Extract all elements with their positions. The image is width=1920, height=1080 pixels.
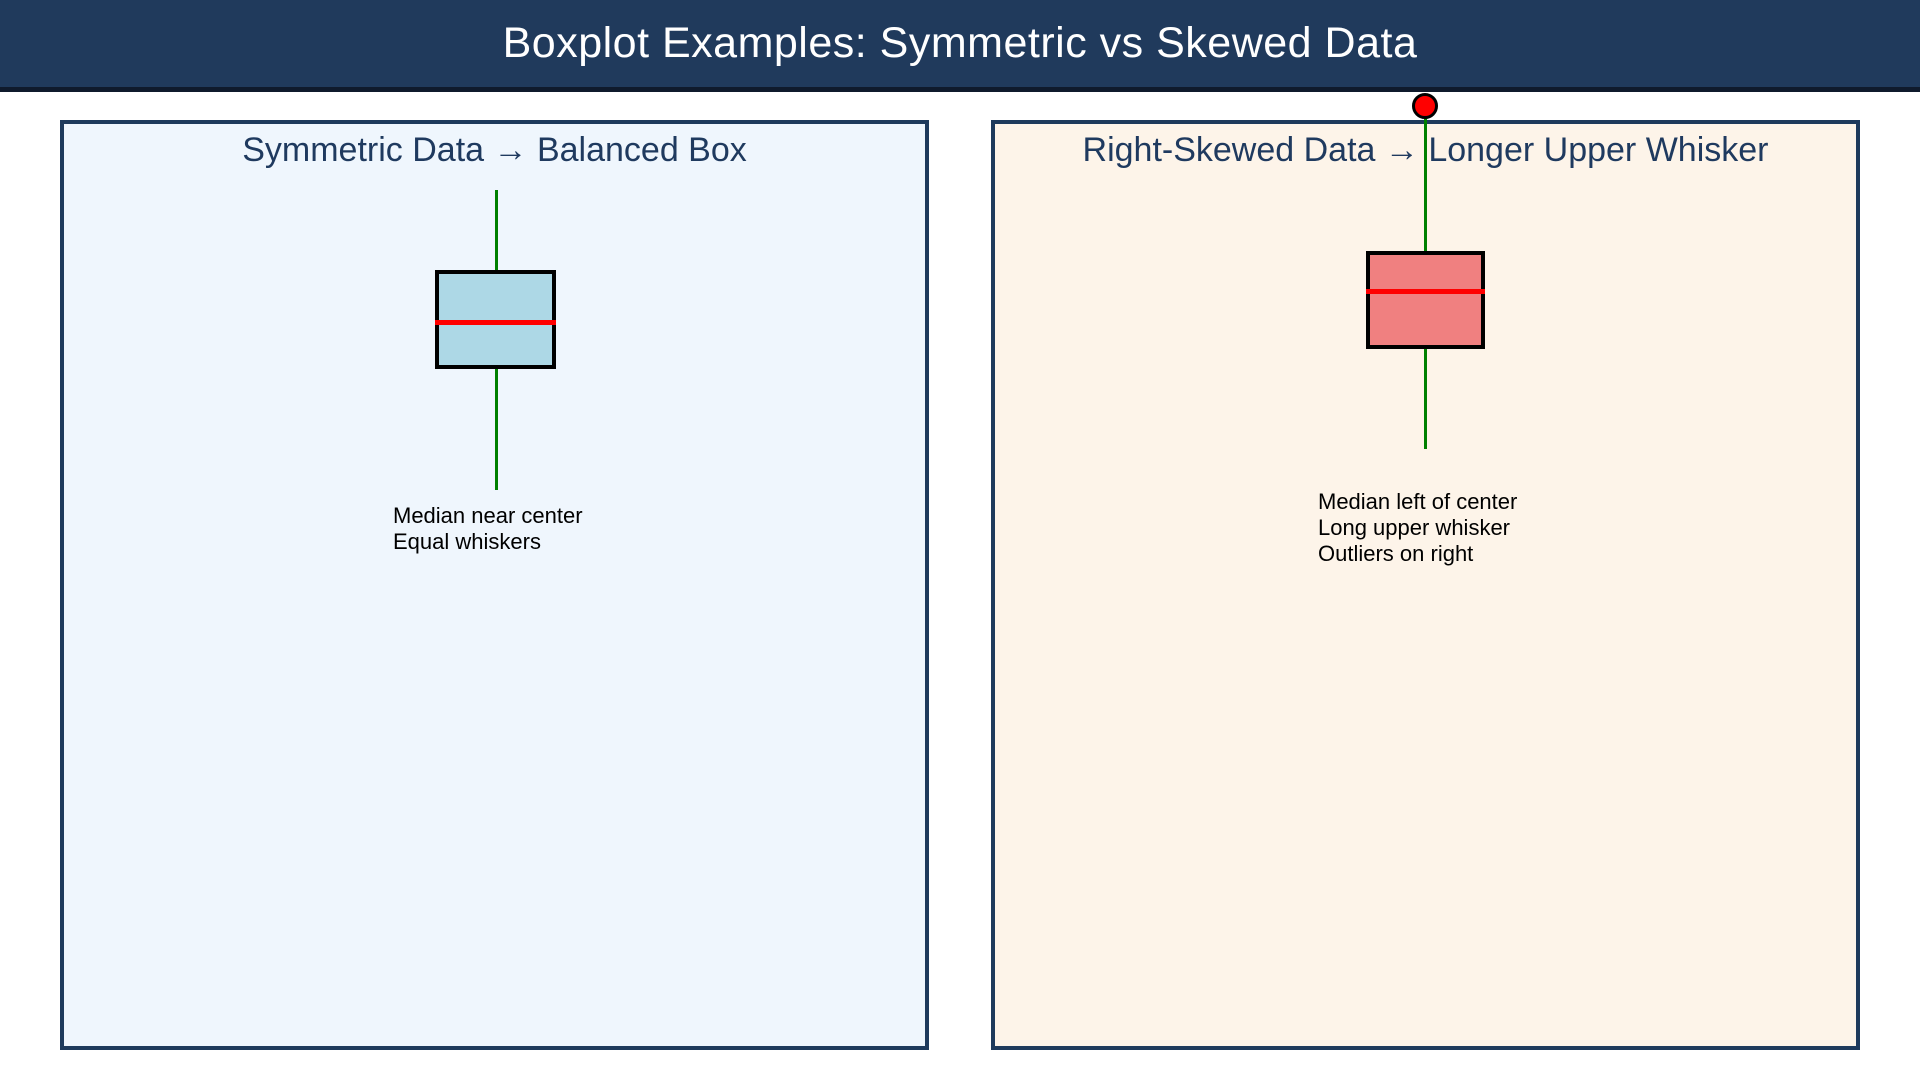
outlier-point (1412, 93, 1438, 119)
panel-title-symmetric: Symmetric Data → Balanced Box (242, 131, 747, 169)
panel-symmetric: Symmetric Data → Balanced Box (60, 120, 929, 1050)
page-title: Boxplot Examples: Symmetric vs Skewed Da… (502, 19, 1418, 67)
panel-title-right-skewed: Right-Skewed Data → Longer Upper Whisker (1082, 131, 1769, 169)
title-bar: Boxplot Examples: Symmetric vs Skewed Da… (0, 0, 1920, 92)
panel-right-skewed: Right-Skewed Data → Longer Upper Whisker (991, 120, 1860, 1050)
